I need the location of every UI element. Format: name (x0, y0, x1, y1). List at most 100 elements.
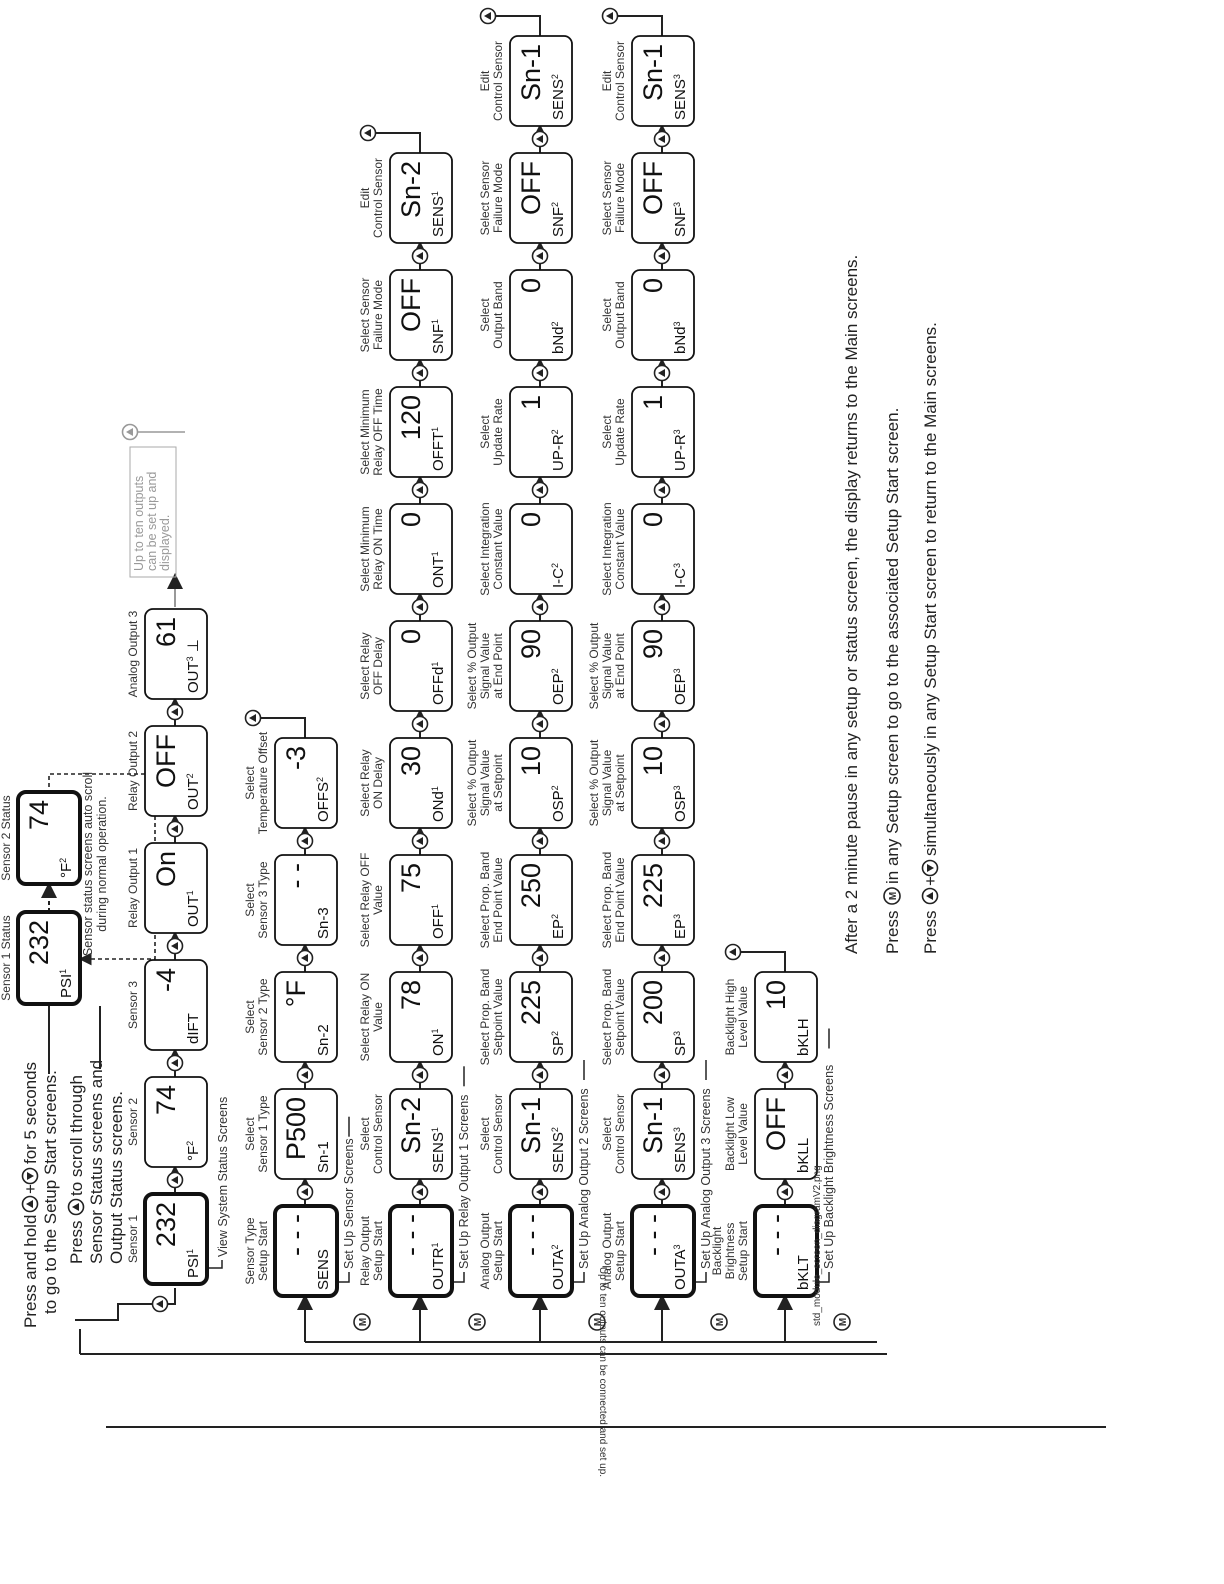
screen-value: Sn-2 (396, 1097, 426, 1154)
screen-label: Value (371, 1002, 385, 1032)
up-arrow-icon[interactable] (531, 364, 549, 382)
m-button-icon[interactable]: M (883, 887, 901, 905)
up-arrow-icon[interactable] (653, 715, 671, 733)
up-arrow-icon[interactable] (653, 247, 671, 265)
up-arrow-icon[interactable] (296, 1183, 314, 1201)
screen-value: 232 (151, 1202, 181, 1247)
up-arrow-icon[interactable] (411, 598, 429, 616)
screen-label: Select (243, 766, 257, 800)
screen-value: - - (281, 863, 311, 888)
up-arrow-icon[interactable] (411, 1183, 429, 1201)
button-glyph (536, 486, 543, 494)
screen-unit-index: 3 (672, 74, 682, 79)
screen-value: - - - (761, 1214, 791, 1256)
screen-unit-index: 2 (550, 74, 560, 79)
screen-label: Select Sensor (358, 278, 372, 353)
up-arrow-icon[interactable] (166, 1171, 184, 1189)
screen-label: Control Sensor (613, 1094, 627, 1174)
up-arrow-icon[interactable] (531, 832, 549, 850)
up-arrow-icon[interactable] (67, 1198, 85, 1216)
up-arrow-icon[interactable] (653, 832, 671, 850)
screen-unit: OEP3 (672, 668, 689, 705)
up-arrow-icon[interactable] (653, 1183, 671, 1201)
up-arrow-icon[interactable] (653, 481, 671, 499)
up-arrow-icon[interactable] (531, 130, 549, 148)
up-arrow-icon[interactable] (411, 247, 429, 265)
screen-label: Select (243, 1117, 257, 1151)
up-arrow-icon[interactable] (479, 7, 497, 25)
screen-frame (754, 971, 818, 1063)
up-arrow-icon[interactable] (653, 364, 671, 382)
up-arrow-icon[interactable] (601, 7, 619, 25)
up-arrow-icon[interactable] (531, 247, 549, 265)
up-arrow-icon[interactable] (531, 481, 549, 499)
screen-label: Relay Output (358, 1215, 372, 1286)
up-arrow-icon[interactable] (166, 703, 184, 721)
m-button-icon[interactable]: M (468, 1313, 486, 1331)
button-glyph (536, 954, 543, 962)
button-glyph (536, 1188, 543, 1196)
screen-label: Level Value (736, 986, 750, 1048)
up-arrow-icon[interactable] (653, 1066, 671, 1084)
button-glyph (301, 1188, 308, 1196)
setup-caption-hook (337, 1272, 350, 1283)
button-glyph (729, 948, 736, 956)
screen-label: Control Sensor (491, 1094, 505, 1174)
up-arrow-icon[interactable] (296, 949, 314, 967)
up-arrow-icon[interactable] (411, 715, 429, 733)
up-arrow-icon[interactable] (531, 1066, 549, 1084)
up-arrow-icon[interactable] (166, 937, 184, 955)
up-arrow-icon[interactable] (724, 943, 742, 961)
plus-sign: + (21, 1184, 40, 1194)
up-arrow-icon[interactable] (411, 832, 429, 850)
up-arrow-icon[interactable] (653, 598, 671, 616)
up-arrow-icon[interactable] (531, 715, 549, 733)
m-button-icon[interactable]: M (710, 1313, 728, 1331)
m-button-icon[interactable]: M (833, 1313, 851, 1331)
screen-unit: OUTA3 (672, 1244, 689, 1290)
up-arrow-icon[interactable] (411, 364, 429, 382)
screen-unit: I-C3 (672, 563, 689, 588)
up-arrow-icon[interactable] (121, 423, 139, 441)
down-arrow-icon[interactable] (921, 859, 939, 877)
screen-value: Sn-1 (638, 1097, 668, 1154)
m-button-label: M (593, 1318, 604, 1326)
up-arrow-icon[interactable] (296, 832, 314, 850)
up-arrow-icon[interactable] (531, 949, 549, 967)
up-arrow-icon[interactable] (776, 1066, 794, 1084)
down-arrow-icon[interactable] (21, 1167, 39, 1185)
screen-value: - - - (516, 1214, 546, 1256)
screen-label: Select Integration (600, 502, 614, 595)
up-arrow-icon[interactable] (166, 1054, 184, 1072)
up-arrow-icon[interactable] (166, 820, 184, 838)
up-arrow-icon[interactable] (653, 949, 671, 967)
screen-label: Select (478, 415, 492, 449)
screen-unit: OFF1 (430, 904, 447, 939)
up-arrow-icon[interactable] (776, 1183, 794, 1201)
screen-frame (389, 737, 453, 829)
m-button-icon[interactable]: M (353, 1313, 371, 1331)
up-arrow-icon[interactable] (921, 887, 939, 905)
up-arrow-icon[interactable] (21, 1195, 39, 1213)
up-arrow-icon[interactable] (151, 1295, 169, 1313)
screen-label: Sensor 2 Status (0, 795, 13, 880)
screen-value: OFF (516, 161, 546, 215)
button-ring (353, 1313, 371, 1331)
screen-frame (631, 386, 695, 478)
up-arrow-icon[interactable] (531, 598, 549, 616)
up-arrow-icon[interactable] (411, 1066, 429, 1084)
up-arrow-icon[interactable] (653, 130, 671, 148)
up-arrow-icon[interactable] (531, 1183, 549, 1201)
up-arrow-icon[interactable] (244, 709, 262, 727)
screen-frame (16, 790, 82, 886)
up-arrow-icon[interactable] (411, 949, 429, 967)
up-arrow-icon[interactable] (296, 1066, 314, 1084)
m-button-icon[interactable]: M (588, 1313, 606, 1331)
screen-unit-index: 1 (430, 319, 440, 324)
up-arrow-icon[interactable] (359, 124, 377, 142)
up-arrow-icon[interactable] (411, 481, 429, 499)
screen-unit-index: 3 (672, 668, 682, 673)
